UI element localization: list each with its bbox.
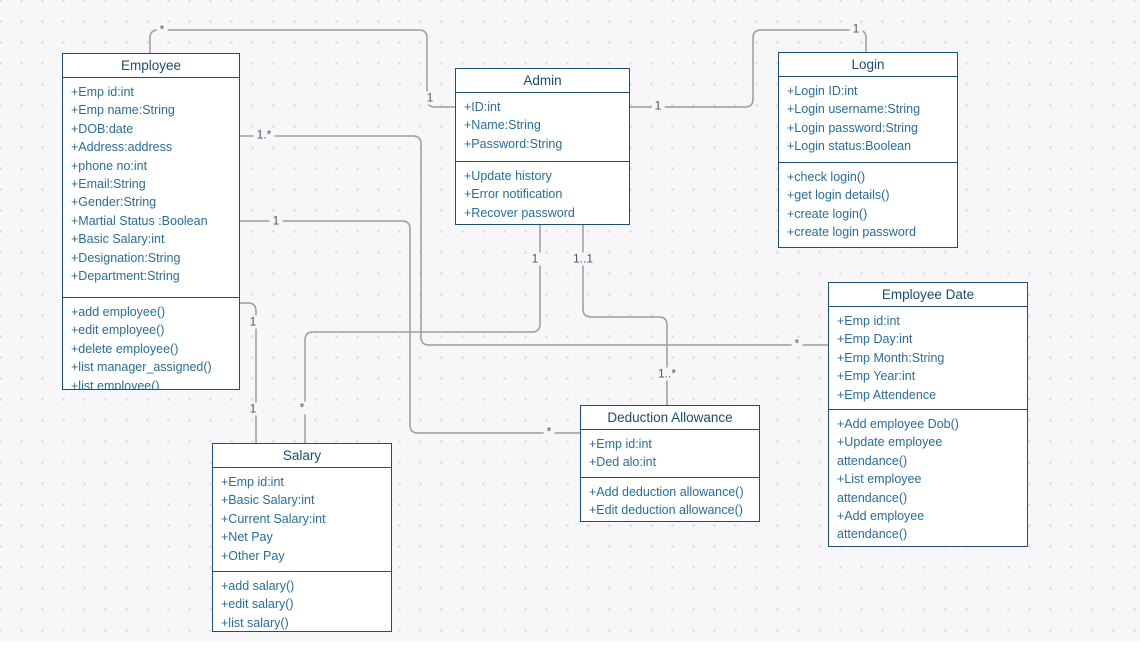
attribute-row: +Email:String — [71, 177, 146, 192]
method-row: +delete employee() — [71, 341, 179, 356]
attribute-row: +Emp id:int — [589, 437, 652, 451]
attribute-row: +Current Salary:int — [221, 511, 326, 526]
association-admin-login[interactable] — [630, 29, 867, 108]
attribute-row: +Basic Salary:int — [71, 232, 165, 247]
multiplicity-label: * — [156, 23, 168, 37]
attribute-row: +Login ID:int — [787, 84, 858, 98]
attribute-row: +Login status:Boolean — [787, 139, 912, 154]
multiplicity-label: 1 — [651, 99, 665, 113]
attribute-row: +Login password:String — [787, 120, 918, 135]
multiplicity-label: 1 — [246, 315, 260, 329]
association-employee-deduction[interactable] — [240, 220, 580, 434]
attribute-row: +Ded alo:int — [589, 455, 657, 470]
multiplicity-label: 1..* — [654, 367, 680, 381]
attribute-row: +Emp Attendence — [837, 387, 937, 402]
attribute-row: +Emp id:int — [221, 475, 284, 489]
multiplicity-label: * — [791, 337, 803, 351]
class-title: Login — [851, 57, 885, 72]
multiplicity-label: 1 — [528, 252, 542, 266]
class-employee-date[interactable]: Employee Date +Emp id:int +Emp Day:int +… — [828, 282, 1028, 547]
methods-section: +add employee() +edit employee() +delete… — [63, 297, 239, 389]
attribute-row: +Martial Status :Boolean — [71, 213, 208, 228]
attributes-section: +Emp id:int +Ded alo:int — [581, 429, 759, 477]
attribute-row: +Name:String — [464, 118, 541, 133]
method-row: +edit salary() — [221, 597, 294, 612]
method-row: +check login() — [787, 170, 866, 184]
method-row: +Add employee attendance() — [837, 509, 925, 542]
class-salary[interactable]: Salary +Emp id:int +Basic Salary:int +Cu… — [212, 443, 392, 632]
method-row: +list manager_assigned() — [71, 360, 212, 375]
method-row: +edit employee() — [71, 323, 165, 338]
attribute-row: +DOB:date — [71, 121, 134, 136]
attribute-row: +Emp id:int — [71, 85, 134, 99]
attributes-section: +Emp id:int +Emp name:String +DOB:date +… — [63, 77, 239, 297]
attribute-row: +Net Pay — [221, 530, 273, 545]
attribute-row: +Emp id:int — [837, 314, 900, 328]
association-admin-deduction[interactable] — [582, 225, 668, 405]
attribute-row: +ID:int — [464, 100, 501, 114]
methods-section: +add salary() +edit salary() +list salar… — [213, 571, 391, 631]
multiplicity-label: * — [296, 401, 308, 415]
methods-section: +Add deduction allowance() +Edit deducti… — [581, 477, 759, 521]
multiplicity-label: * — [543, 425, 555, 439]
attribute-row: +Emp Year:int — [837, 369, 916, 384]
attribute-row: +phone no:int — [71, 158, 148, 173]
association-employee-employeedate[interactable] — [240, 135, 828, 346]
attribute-row: +Password:String — [464, 136, 563, 151]
multiplicity-label: 1..1 — [569, 252, 597, 266]
class-title: Employee Date — [881, 287, 975, 302]
method-row: +Update employee attendance() — [837, 435, 943, 468]
attribute-row: +Gender:String — [71, 195, 157, 210]
method-row: +Update history — [464, 169, 552, 183]
class-title: Employee — [120, 58, 182, 73]
method-row: +Add deduction allowance() — [589, 485, 744, 499]
method-row: +list employee() — [71, 378, 160, 389]
attribute-row: +Emp Month:String — [837, 350, 945, 365]
association-admin-salary[interactable] — [304, 225, 541, 443]
attributes-section: +ID:int +Name:String +Password:String — [456, 92, 629, 161]
multiplicity-label: 1 — [849, 22, 863, 36]
method-row: +Add employee Dob() — [837, 417, 959, 431]
method-row: +Edit deduction allowance() — [589, 503, 743, 518]
class-admin[interactable]: Admin +ID:int +Name:String +Password:Str… — [455, 68, 630, 225]
method-row: +Recover password — [464, 205, 575, 220]
multiplicity-label: 1.* — [253, 128, 275, 142]
attributes-section: +Emp id:int +Basic Salary:int +Current S… — [213, 467, 391, 571]
attribute-row: +Address:address — [71, 140, 173, 155]
association-employee-admin[interactable] — [149, 29, 455, 108]
attributes-section: +Emp id:int +Emp Day:int +Emp Month:Stri… — [829, 306, 1027, 409]
method-row: +create login password — [787, 225, 916, 240]
methods-section: +Update history +Error notification +Rec… — [456, 161, 629, 224]
method-row: +add salary() — [221, 579, 295, 593]
multiplicity-label: 1 — [423, 91, 437, 105]
attribute-row: +Basic Salary:int — [221, 493, 315, 508]
method-row: +list salary() — [221, 615, 289, 630]
attribute-row: +Login username:String — [787, 102, 921, 117]
canvas-bottom-strip — [0, 642, 1140, 651]
method-row: +create login() — [787, 206, 868, 221]
class-title: Salary — [282, 448, 322, 463]
association-employee-salary[interactable] — [240, 302, 257, 443]
class-deduction-allowance[interactable]: Deduction Allowance +Emp id:int +Ded alo… — [580, 405, 760, 522]
class-title: Deduction Allowance — [607, 410, 733, 425]
attribute-row: +Emp name:String — [71, 103, 175, 118]
method-row: +Error notification — [464, 187, 563, 202]
attribute-row: +Other Pay — [221, 548, 285, 563]
methods-section: +check login() +get login details() +cre… — [779, 162, 957, 247]
attributes-section: +Login ID:int +Login username:String +Lo… — [779, 76, 957, 162]
method-row: +List employee attendance() — [837, 472, 922, 505]
attribute-row: +Designation:String — [71, 250, 181, 265]
method-row: +add employee() — [71, 305, 166, 319]
attribute-row: +Department:String — [71, 269, 180, 284]
class-login[interactable]: Login +Login ID:int +Login username:Stri… — [778, 52, 958, 248]
class-employee[interactable]: Employee +Emp id:int +Emp name:String +D… — [62, 53, 240, 390]
multiplicity-label: 1 — [246, 402, 260, 416]
attribute-row: +Emp Day:int — [837, 332, 913, 347]
methods-section: +Add employee Dob() +Update employee att… — [829, 409, 1027, 546]
class-title: Admin — [523, 73, 562, 88]
multiplicity-label: 1 — [269, 214, 283, 228]
method-row: +get login details() — [787, 188, 890, 203]
